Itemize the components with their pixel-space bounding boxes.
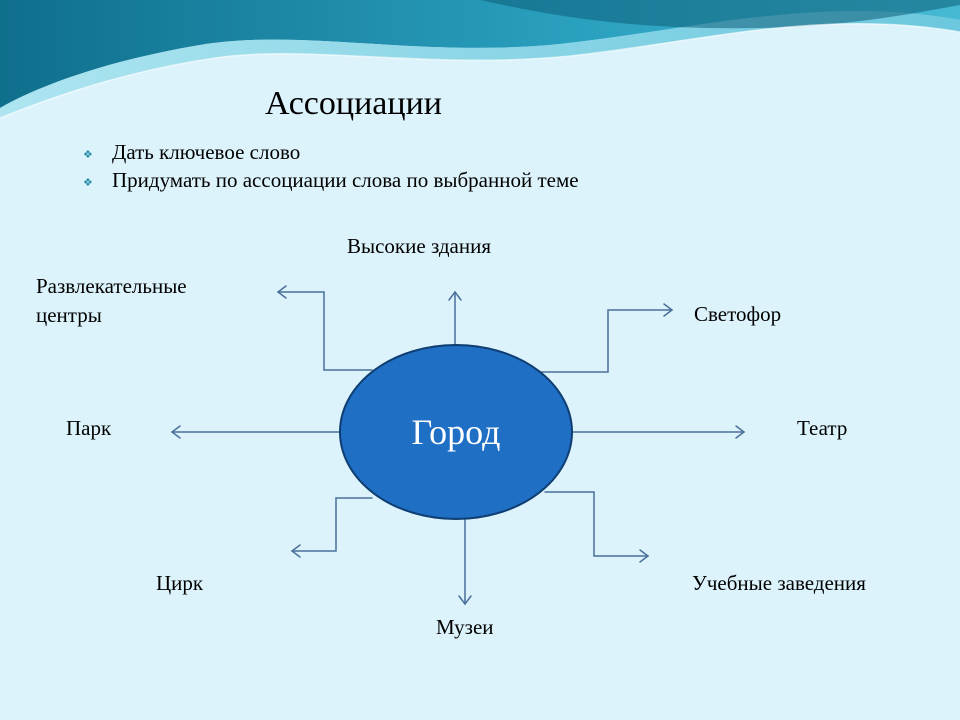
association-bottom-left: Цирк (156, 571, 204, 595)
association-bottom: Музеи (436, 615, 494, 639)
bullet-text: Придумать по ассоциации слова по выбранн… (112, 168, 579, 192)
connector-top-arrow (448, 290, 462, 349)
center-node-label: Город (411, 412, 501, 452)
association-top-left-line1: Развлекательные (36, 274, 187, 298)
association-right: Театр (797, 416, 848, 440)
connector-top-left-arrow (276, 285, 373, 371)
list-item: ❖ Дать ключевое слово (82, 138, 579, 166)
association-top: Высокие здания (347, 234, 492, 258)
bullet-text: Дать ключевое слово (112, 140, 301, 164)
association-bottom-right: Учебные заведения (692, 571, 866, 595)
association-top-left-line2: центры (36, 303, 102, 327)
connector-bottom-arrow (458, 517, 472, 606)
association-left: Парк (66, 416, 112, 440)
bullet-list: ❖ Дать ключевое слово ❖ Придумать по асс… (82, 138, 579, 194)
connector-left-arrow (170, 425, 341, 439)
center-node (339, 344, 573, 520)
slide-title: Ассоциации (265, 85, 442, 122)
connector-top-right-arrow (539, 303, 674, 373)
list-item: ❖ Придумать по ассоциации слова по выбра… (82, 166, 579, 194)
connector-right-arrow (571, 425, 746, 439)
connector-bottom-right-arrow (544, 491, 650, 563)
association-top-right: Светофор (694, 302, 782, 326)
diamond-bullet-icon: ❖ (83, 177, 93, 189)
diamond-bullet-icon: ❖ (83, 149, 93, 161)
header-wave-decoration (0, 0, 960, 119)
connector-bottom-left-arrow (290, 497, 373, 558)
